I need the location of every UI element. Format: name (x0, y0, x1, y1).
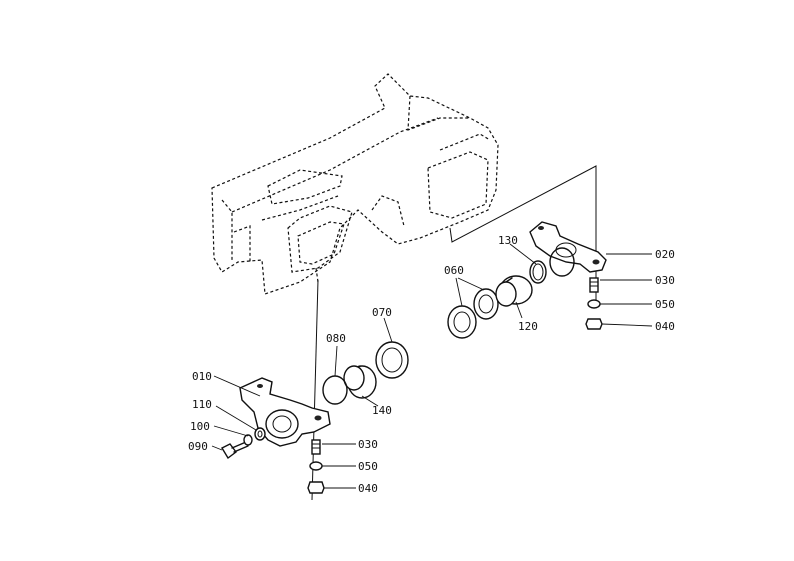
label-060: 060 (444, 264, 464, 277)
washer-050-left (309, 461, 323, 471)
grease-fitting-030-right (589, 277, 599, 293)
label-010: 010 (192, 370, 212, 383)
label-090: 090 (188, 440, 208, 453)
ring-130 (529, 260, 547, 284)
label-030-left: 030 (358, 438, 378, 451)
nut-110 (254, 427, 266, 441)
nut-040-left (307, 481, 325, 494)
label-100: 100 (190, 420, 210, 433)
grease-fitting-030-left (311, 439, 321, 455)
washer-050-right (587, 299, 601, 309)
washer-100 (243, 434, 253, 446)
nut-040-right (585, 318, 603, 330)
label-130: 130 (498, 234, 518, 247)
seal-070 (375, 341, 409, 379)
label-070: 070 (372, 306, 392, 319)
label-020: 020 (655, 248, 675, 261)
bracket-left (239, 377, 331, 447)
label-110: 110 (192, 398, 212, 411)
ring-080 (322, 375, 348, 405)
leader-lines (211, 243, 653, 489)
axle-housing (211, 73, 499, 295)
label-050-left: 050 (358, 460, 378, 473)
label-040-left: 040 (358, 482, 378, 495)
label-080: 080 (326, 332, 346, 345)
seal-060 (447, 288, 499, 339)
bushing-140 (343, 365, 377, 399)
label-040-right: 040 (655, 320, 675, 333)
bolt-090 (221, 441, 249, 460)
label-140: 140 (372, 404, 392, 417)
label-120: 120 (518, 320, 538, 333)
bracket-right (529, 221, 607, 273)
label-050-right: 050 (655, 298, 675, 311)
ring-large-right (549, 247, 575, 277)
label-030-right: 030 (655, 274, 675, 287)
bushing-120 (495, 275, 533, 307)
callout-labels: 010 020 030 050 040 030 050 040 060 070 … (188, 234, 675, 495)
